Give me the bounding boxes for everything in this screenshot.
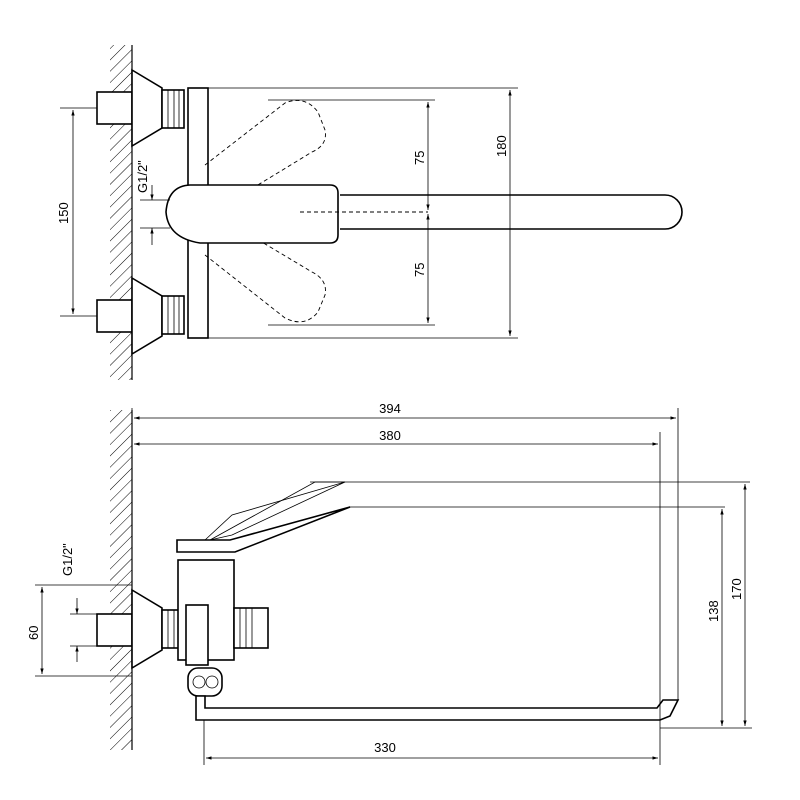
svg-text:180: 180 bbox=[494, 135, 509, 157]
spout-side bbox=[195, 695, 680, 721]
upper-inlet bbox=[96, 68, 185, 148]
svg-text:330: 330 bbox=[374, 740, 396, 755]
dim-75-75: 75 75 bbox=[412, 102, 430, 323]
dim-380: 380 bbox=[134, 428, 658, 446]
lever-alt-positions bbox=[204, 100, 326, 323]
dim-170: 170 bbox=[729, 484, 747, 726]
top-view: G1/2" 150 75 75 180 bbox=[56, 45, 683, 380]
dim-138: 138 bbox=[706, 509, 724, 726]
svg-text:394: 394 bbox=[379, 401, 401, 416]
svg-text:75: 75 bbox=[412, 263, 427, 277]
lower-inlet bbox=[96, 276, 185, 356]
wall-side bbox=[110, 410, 133, 750]
dim-150: 150 bbox=[56, 110, 75, 314]
dim-180: 180 bbox=[494, 90, 512, 336]
svg-text:138: 138 bbox=[706, 600, 721, 622]
svg-text:150: 150 bbox=[56, 202, 71, 224]
thread-mark-side: G1/2" bbox=[60, 543, 97, 662]
thread-label-side: G1/2" bbox=[60, 543, 75, 576]
body-side bbox=[177, 559, 269, 666]
lever-top bbox=[165, 184, 339, 244]
svg-text:380: 380 bbox=[379, 428, 401, 443]
side-inlet bbox=[96, 588, 185, 670]
dim-394: 394 bbox=[134, 401, 676, 420]
thread-mark-top: G1/2" bbox=[135, 160, 170, 245]
svg-text:75: 75 bbox=[412, 151, 427, 165]
swivel-nut bbox=[187, 667, 223, 697]
dim-330: 330 bbox=[206, 740, 658, 760]
svg-text:170: 170 bbox=[729, 578, 744, 600]
dim-60: 60 bbox=[26, 587, 44, 674]
svg-text:60: 60 bbox=[26, 626, 41, 640]
thread-label-top: G1/2" bbox=[135, 160, 150, 193]
side-view: 394 380 330 138 170 60 bbox=[26, 401, 752, 765]
lever-side bbox=[176, 481, 351, 553]
